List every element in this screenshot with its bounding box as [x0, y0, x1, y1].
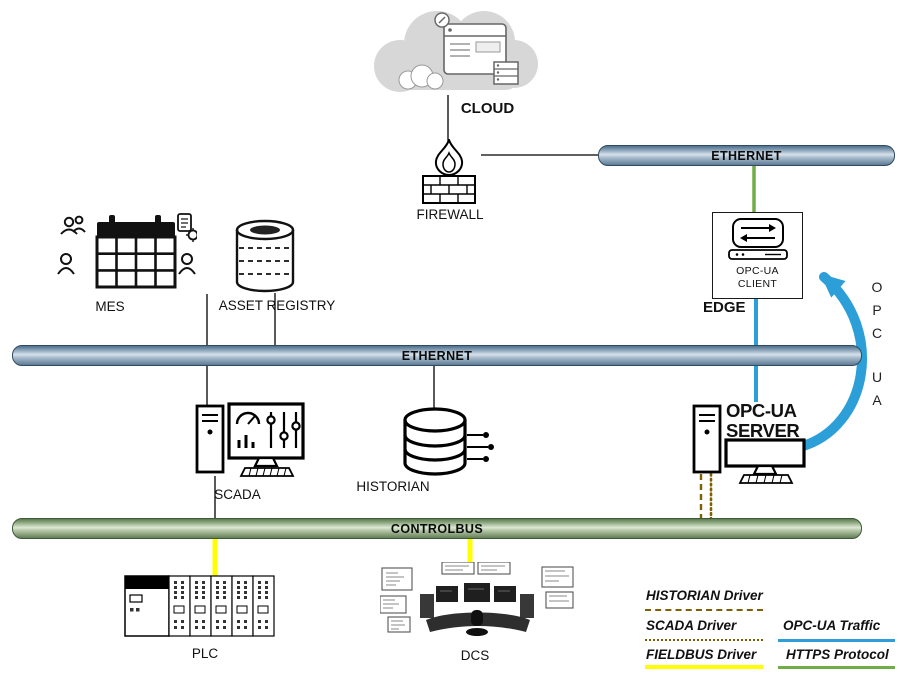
legend-https-protocol-label: HTTPS Protocol	[786, 647, 889, 662]
bus-ethernet-mid: ETHERNET	[12, 345, 862, 366]
opc-letter: O	[871, 279, 883, 295]
opc-letter: U	[871, 369, 883, 385]
opc-ua-curved-arrow	[795, 272, 867, 452]
cloud-icon	[374, 11, 538, 92]
edge-device-line1: OPC-UA	[736, 265, 779, 277]
edge-label: EDGE	[703, 299, 746, 316]
opcua-server-line2: SERVER	[726, 419, 800, 441]
legend-fieldbus-driver-label: FIELDBUS Driver	[646, 647, 757, 662]
edge-device-box: OPC-UA CLIENT	[712, 212, 803, 299]
router-icon	[727, 218, 788, 260]
bus-controlbus-label: CONTROLBUS	[390, 521, 484, 536]
plc-label: PLC	[191, 646, 219, 661]
opc-vertical-label-top: O P C	[869, 276, 885, 345]
asset-registry-label: ASSET REGISTRY	[218, 298, 336, 313]
legend-historian-driver-label: HISTORIAN Driver	[646, 588, 763, 603]
firewall-label: FIREWALL	[416, 207, 484, 222]
legend-scada-driver-line	[645, 639, 763, 641]
edge-device-line2: CLIENT	[737, 278, 778, 290]
opc-vertical-label-bottom: U A	[869, 366, 885, 412]
historian-icon	[403, 407, 494, 476]
legend-historian-driver-line	[645, 609, 763, 611]
bus-ethernet-top-label: ETHERNET	[711, 148, 782, 163]
firewall-icon	[422, 139, 476, 204]
opc-letter: C	[871, 325, 883, 341]
bus-ethernet-top: ETHERNET	[598, 145, 895, 166]
mes-icon	[57, 213, 197, 289]
scada-label: SCADA	[214, 487, 261, 502]
dcs-control-room-image	[380, 562, 574, 636]
legend-scada-driver-label: SCADA Driver	[646, 618, 737, 633]
mes-label: MES	[95, 299, 125, 314]
opcua-server-icon	[692, 404, 806, 484]
legend-https-protocol-line	[778, 666, 895, 669]
opcua-server-label: OPC-UA SERVER	[726, 400, 800, 441]
opc-letter: P	[872, 302, 882, 318]
legend-opcua-traffic-line	[778, 639, 895, 642]
opc-letter: A	[872, 392, 882, 408]
legend-fieldbus-driver-line	[645, 665, 763, 669]
historian-label: HISTORIAN	[356, 479, 430, 494]
asset-registry-icon	[235, 219, 295, 293]
legend-opcua-traffic-label: OPC-UA Traffic	[783, 618, 881, 633]
cloud-label: CLOUD	[460, 100, 515, 117]
bus-controlbus: CONTROLBUS	[12, 518, 862, 539]
dcs-label: DCS	[460, 648, 490, 663]
bus-ethernet-mid-label: ETHERNET	[401, 348, 473, 363]
plc-icon	[124, 575, 275, 637]
opcua-server-line1: OPC-UA	[726, 400, 797, 421]
scada-icon	[195, 402, 305, 477]
